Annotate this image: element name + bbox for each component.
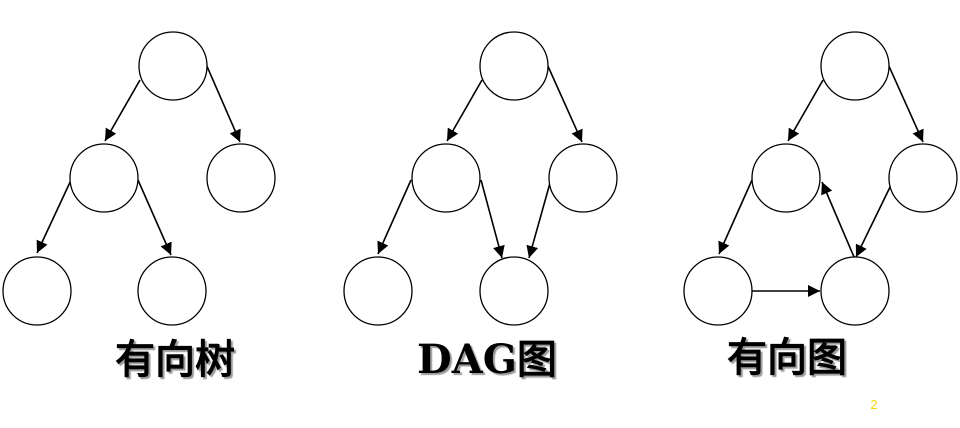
node-root: [479, 31, 549, 101]
node-bottom-right: [820, 256, 890, 326]
edge-root-left: [787, 79, 824, 142]
edge-root-right: [887, 63, 924, 143]
edge-root-left: [104, 79, 141, 142]
node-root: [138, 31, 208, 101]
page-number: 2: [870, 397, 877, 412]
node-left-right: [137, 256, 207, 326]
edge-root-left: [446, 79, 483, 142]
node-left: [69, 143, 139, 213]
node-bottom-right: [479, 256, 549, 326]
edge-left-leftleft: [36, 177, 73, 254]
node-right: [888, 143, 958, 213]
edge-left-bottomleft: [377, 179, 412, 255]
dag-diagram: DAG图: [343, 31, 618, 383]
edge-root-right: [546, 63, 583, 143]
caption-dag: DAG图: [417, 336, 557, 383]
node-bottom-left: [683, 256, 753, 326]
node-left-left: [2, 256, 72, 326]
directed-graph-diagram: 有向图: [683, 31, 958, 381]
edge-left-leftright: [137, 179, 172, 256]
caption-directed-tree: 有向树: [115, 336, 235, 383]
edge-left-bottomleft: [718, 179, 753, 255]
node-root: [820, 31, 890, 101]
node-left: [751, 143, 821, 213]
edge-left-bottomright: [480, 179, 505, 259]
edge-root-right: [205, 63, 241, 143]
node-bottom-left: [343, 256, 413, 326]
edge-right-bottomright: [526, 182, 551, 259]
node-right: [548, 143, 618, 213]
node-left: [411, 143, 481, 213]
edge-right-bottomright: [855, 182, 893, 258]
caption-directed-graph: 有向图: [727, 334, 847, 381]
node-right: [206, 143, 276, 213]
edge-bottomright-left: [821, 181, 855, 258]
directed-tree-diagram: 有向树: [2, 31, 276, 383]
